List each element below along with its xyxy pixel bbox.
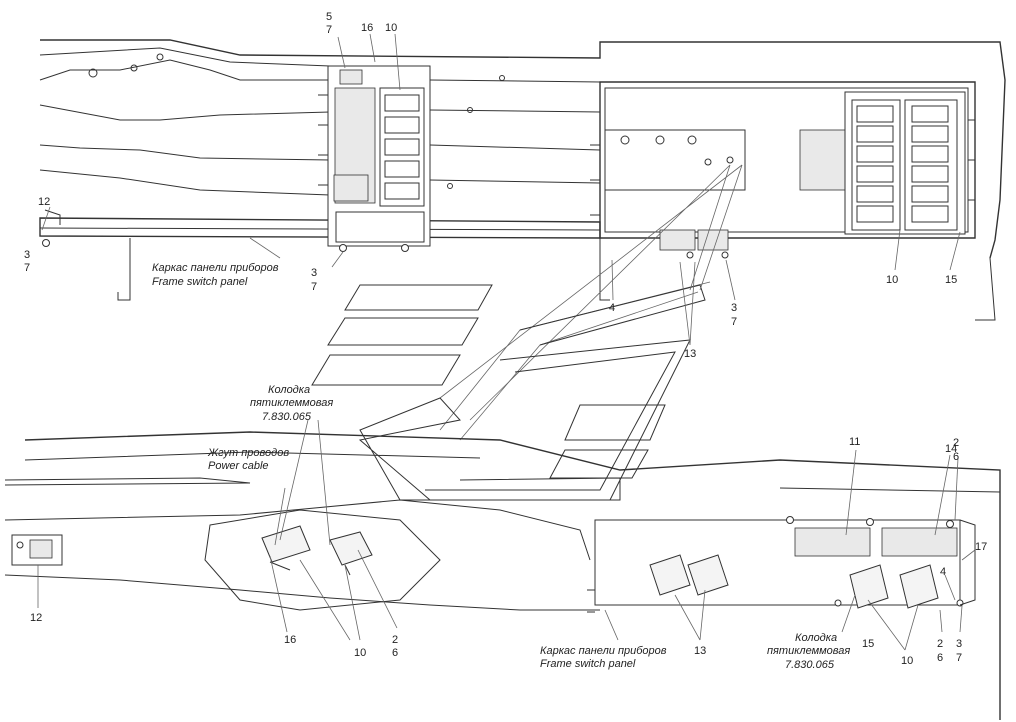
callout-7: 7 [956,652,962,664]
top-panel-left [39,39,1006,301]
callout-4: 4 [609,302,615,314]
leader-lines [37,33,976,651]
callout-2: 2 [937,638,943,650]
callout-10: 10 [354,647,366,659]
callout-3: 3 [956,638,962,650]
connector-code: 7.830.065 [785,659,835,671]
callout-6: 6 [937,652,943,664]
callout-6: 6 [392,647,398,659]
callout-16: 16 [284,634,296,646]
callout-2: 2 [953,437,959,449]
harness-label-ru: Жгут проводов [207,447,289,459]
callout-13: 13 [694,645,706,657]
callout-7: 7 [311,281,317,293]
callout-11: 11 [849,436,860,448]
frame-label-en: Frame switch panel [152,276,248,288]
callout-3: 3 [311,267,317,279]
callout-12: 12 [30,612,42,624]
connector-label-ru-1: Колодка [268,384,310,396]
callout-10: 10 [901,655,913,667]
callout-6: 6 [953,451,959,463]
callout-2: 2 [392,634,398,646]
connector-label-ru-2: пятиклеммовая [250,397,333,409]
callout-16: 16 [361,22,373,34]
callouts-bottom-right: 11 14 2 6 17 4 Каркас панели приборов Fr… [540,436,987,671]
callout-12: 12 [38,196,50,208]
harness-label-en: Power cable [208,460,269,472]
callouts-bottom-left: Колодка пятиклеммовая 7.830.065 Жгут про… [30,384,398,659]
callout-15: 15 [945,274,957,286]
frame-label-ru: Каркас панели приборов [152,262,279,274]
connector-label-ru-1: Колодка [795,632,837,644]
connector-label-ru-2: пятиклеммовая [767,645,850,657]
callout-4: 4 [940,566,946,578]
connector-code: 7.830.065 [262,411,312,423]
top-panel-right [590,81,996,321]
callouts-top-right: 10 15 4 3 7 13 [609,274,957,360]
callout-5: 5 [326,11,332,23]
callout-13: 13 [684,348,696,360]
callout-7: 7 [731,316,737,328]
callout-3: 3 [24,249,30,261]
callout-7: 7 [326,24,332,36]
callout-10: 10 [385,22,397,34]
callout-3: 3 [731,302,737,314]
frame-label-en: Frame switch panel [540,658,636,670]
callout-14: 14 [945,443,957,455]
callouts-top-left: 5 7 16 10 12 3 7 3 7 Каркас панели прибо… [24,11,397,293]
callout-10: 10 [886,274,898,286]
frame-label-ru: Каркас панели приборов [540,645,667,657]
bottom-panel [4,431,1001,720]
callout-15: 15 [862,638,874,650]
callout-7: 7 [24,262,30,274]
callout-17: 17 [975,541,987,553]
